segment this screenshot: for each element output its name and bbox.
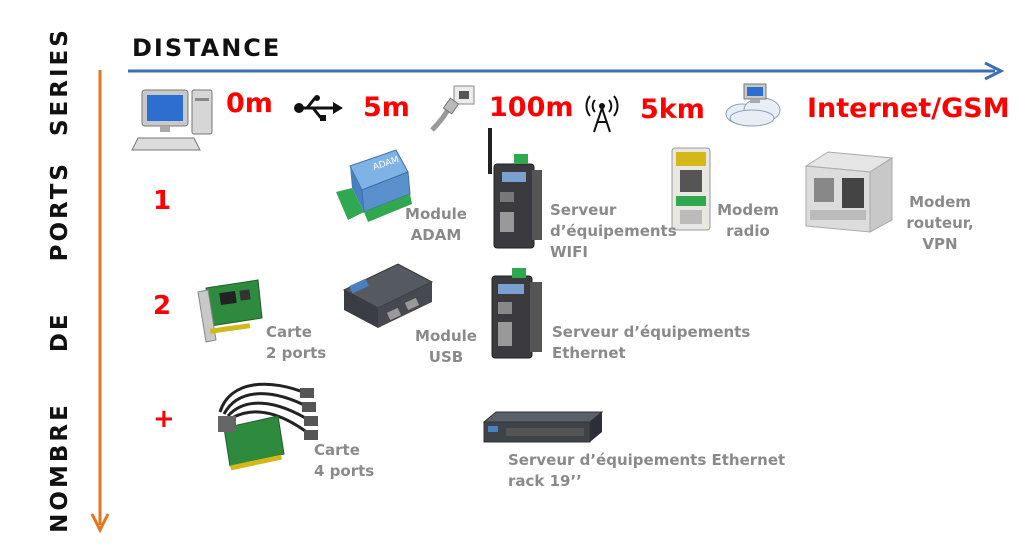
computer-icon — [131, 89, 213, 151]
ethernet-cable-icon — [430, 85, 475, 132]
router-modem-image — [804, 151, 894, 233]
row-label-plus: + — [153, 404, 175, 434]
two-port-card-image — [197, 279, 263, 343]
caption-adam-module: Module ADAM — [405, 205, 467, 244]
row-label-1: 1 — [153, 186, 172, 216]
distance-label-internet-gsm: Internet/GSM — [807, 93, 1010, 124]
rack-server-image — [482, 411, 604, 443]
caption-two-port-card: Carte 2 ports — [266, 323, 327, 362]
caption-rack-server: Serveur d’équipements Ethernet rack 19’’ — [508, 451, 786, 490]
radio-antenna-icon — [585, 95, 619, 133]
usb-module-image — [342, 263, 434, 328]
row-label-2: 2 — [153, 291, 172, 321]
caption-four-port-card: Carte 4 ports — [314, 441, 375, 480]
cloud-network-icon — [725, 83, 781, 127]
distance-axis-title: DISTANCE — [132, 34, 282, 62]
caption-usb-module: Module USB — [415, 327, 477, 366]
adam-module-image: ADAM — [336, 149, 412, 222]
ethernet-server-image — [491, 268, 542, 359]
radio-modem-image — [671, 147, 711, 231]
ports-axis-title: NOMBRE DE PORTS SERIES — [47, 27, 73, 533]
distance-label-5m: 5m — [363, 92, 410, 123]
four-port-card-image — [218, 382, 318, 471]
distance-label-5km: 5km — [640, 94, 705, 125]
distance-label-100m: 100m — [489, 92, 574, 123]
wifi-server-image — [488, 128, 542, 249]
caption-radio-modem: Modem radio — [717, 201, 779, 240]
caption-wifi-server: Serveur d’équipements WIFI — [550, 201, 677, 261]
distance-label-0m: 0m — [226, 88, 273, 119]
usb-icon — [294, 95, 343, 121]
caption-router-modem: Modem routeur, VPN — [906, 193, 974, 253]
caption-ethernet-server: Serveur d’équipements Ethernet — [552, 323, 751, 362]
